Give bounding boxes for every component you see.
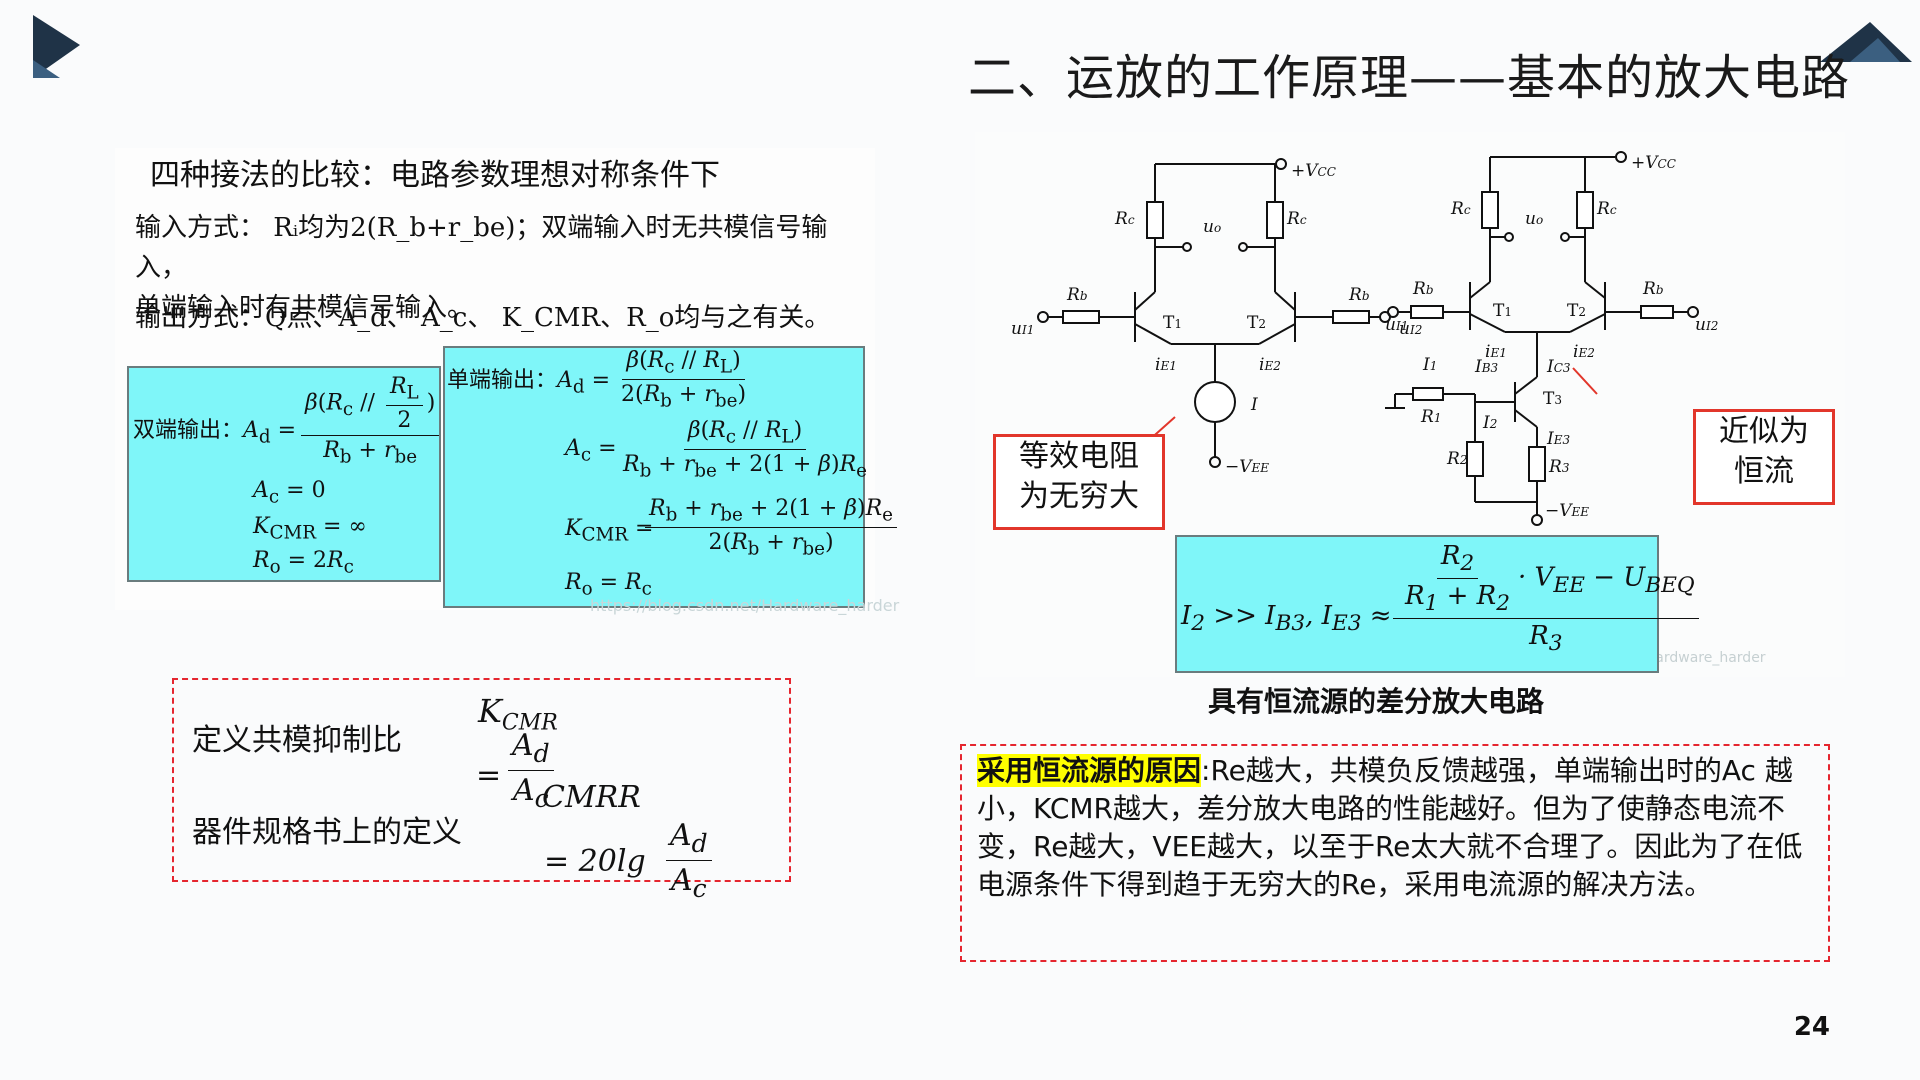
left-callout: 等效电阻 为无穷大 [993, 434, 1165, 530]
svg-text:Rb: Rb [1412, 279, 1434, 299]
svg-text:T2: T2 [1247, 313, 1266, 333]
kcmr-sub: CMR [501, 710, 558, 736]
reason-text: 采用恒流源的原因:Re越大，共模负反馈越强，单端输出时的Ac 越小，KCMR越大… [977, 752, 1815, 904]
reason-box [960, 744, 1830, 962]
single-ad-fraction: β(Rc // RL)2(Rb + rbe) [613, 348, 754, 412]
svg-text:T2: T2 [1567, 301, 1586, 321]
cmrr-define-label: 定义共模抑制比 [192, 723, 402, 758]
single-ac-label: Ac = [565, 436, 617, 466]
input-mode-line2: 单端输入时有共模信号输入。 [135, 293, 474, 323]
svg-text:T1: T1 [1163, 313, 1182, 333]
svg-text:uI1: uI1 [1011, 319, 1034, 339]
reason-body: :Re越大，共模负反馈越强，单端输出时的Ac 越小，KCMR越大，差分放大电路的… [977, 754, 1803, 901]
svg-text:T3: T3 [1543, 389, 1562, 409]
svg-text:uo: uo [1525, 209, 1543, 229]
kcmr-symbol: KCMR [478, 692, 558, 735]
double-ro: Ro = 2Rc [253, 548, 354, 578]
svg-text:Rc: Rc [1114, 209, 1135, 229]
svg-text:iE2: iE2 [1259, 355, 1281, 375]
kcmr-k: K [478, 692, 502, 730]
svg-text:Rc: Rc [1450, 199, 1471, 219]
reason-highlight: 采用恒流源的原因 [977, 754, 1202, 787]
single-ac-fraction: β(Rc // RL)Rb + rbe + 2(1 + β)Re [615, 418, 875, 482]
svg-text:R1: R1 [1420, 407, 1441, 427]
svg-text:iE1: iE1 [1155, 355, 1177, 375]
svg-text:+VCC: +VCC [1631, 153, 1676, 173]
differential-amplifier-circuits: Rc Rc +VCC uo T1 T2 Rb Rb uI1 uI2 iE1 iE… [1011, 151, 1718, 526]
svg-text:−VEE: −VEE [1225, 457, 1269, 477]
svg-text:uI1: uI1 [1385, 315, 1408, 335]
svg-text:Rb: Rb [1348, 285, 1370, 305]
single-output-box: 单端输出：Ad = β(Rc // RL)2(Rb + rbe) Ac = β(… [443, 346, 898, 608]
left-watermark: https://blog.csdn.net/Hardware_harder [590, 596, 900, 615]
comparison-heading: 四种接法的比较：电路参数理想对称条件下 [150, 158, 720, 193]
comparison-panel: 四种接法的比较：电路参数理想对称条件下 输入方式： Rᵢ均为2(R_b+r_be… [115, 148, 899, 615]
corner-mountain-logo [1820, 22, 1912, 62]
corner-arrow-logo [33, 15, 80, 78]
svg-text:R3: R3 [1548, 457, 1570, 477]
output-mode-text: 输出方式：Q点、A_d、 A_c、 K_CMR、R_o均与之有关。 [135, 303, 831, 333]
single-kcmr-label: KCMR = [565, 516, 654, 546]
svg-text:Rb: Rb [1642, 279, 1664, 299]
svg-text:IC3: IC3 [1546, 357, 1571, 377]
svg-text:+VCC: +VCC [1291, 161, 1336, 181]
single-ad-frac: β(Rc // RL)2(Rb + rbe) [621, 348, 747, 412]
double-output-label: 双端输出：Ad = [133, 418, 297, 448]
right-callout: 近似为 恒流 [1693, 409, 1835, 505]
double-output-label-text: 双端输出： [133, 418, 244, 443]
single-output-label: 单端输出：Ad = [447, 368, 611, 398]
lg-text: = 20lg [544, 844, 646, 879]
svg-text:uI2: uI2 [1399, 319, 1422, 339]
cmrr-spec-label: 器件规格书上的定义 [192, 815, 462, 850]
svg-text:I: I [1250, 395, 1258, 415]
svg-text:−VEE: −VEE [1545, 501, 1589, 521]
svg-text:uI2: uI2 [1695, 315, 1718, 335]
double-kcmr: KCMR = ∞ [253, 514, 367, 544]
svg-text:IE3: IE3 [1546, 429, 1570, 449]
circuit-caption: 具有恒流源的差分放大电路 [1208, 685, 1545, 718]
input-mode-line1: 输入方式： Rᵢ均为2(R_b+r_be)；双端输入时无共模信号输入， [135, 213, 828, 283]
svg-text:R2: R2 [1446, 449, 1467, 469]
cmrr-definition-box [172, 678, 791, 882]
svg-text:Rc: Rc [1596, 199, 1617, 219]
single-output-label-text: 单端输出： [447, 368, 558, 393]
condition-text: I2 >> IB3, IE3 ≈ [1181, 601, 1392, 637]
input-mode-text: 输入方式： Rᵢ均为2(R_b+r_be)；双端输入时无共模信号输入， 单端输入… [135, 208, 865, 328]
double-ac: Ac = 0 [253, 478, 326, 508]
svg-text:T1: T1 [1493, 301, 1512, 321]
page-number: 24 [1793, 1012, 1830, 1042]
svg-text:Rc: Rc [1286, 209, 1307, 229]
svg-text:uo: uo [1203, 217, 1221, 237]
svg-text:I1: I1 [1422, 355, 1437, 375]
svg-text:iE1: iE1 [1485, 342, 1507, 362]
svg-text:iE2: iE2 [1573, 342, 1595, 362]
slide-title: 二、运放的工作原理——基本的放大电路 [967, 50, 1850, 106]
svg-text:I2: I2 [1482, 413, 1497, 433]
cmrr-text: CMRR [542, 780, 641, 815]
single-ro: Ro = Rc [565, 570, 652, 600]
svg-text:IB3: IB3 [1474, 357, 1499, 377]
svg-text:Rb: Rb [1066, 285, 1088, 305]
single-ac-frac: β(Rc // RL)Rb + rbe + 2(1 + β)Re [623, 418, 868, 482]
